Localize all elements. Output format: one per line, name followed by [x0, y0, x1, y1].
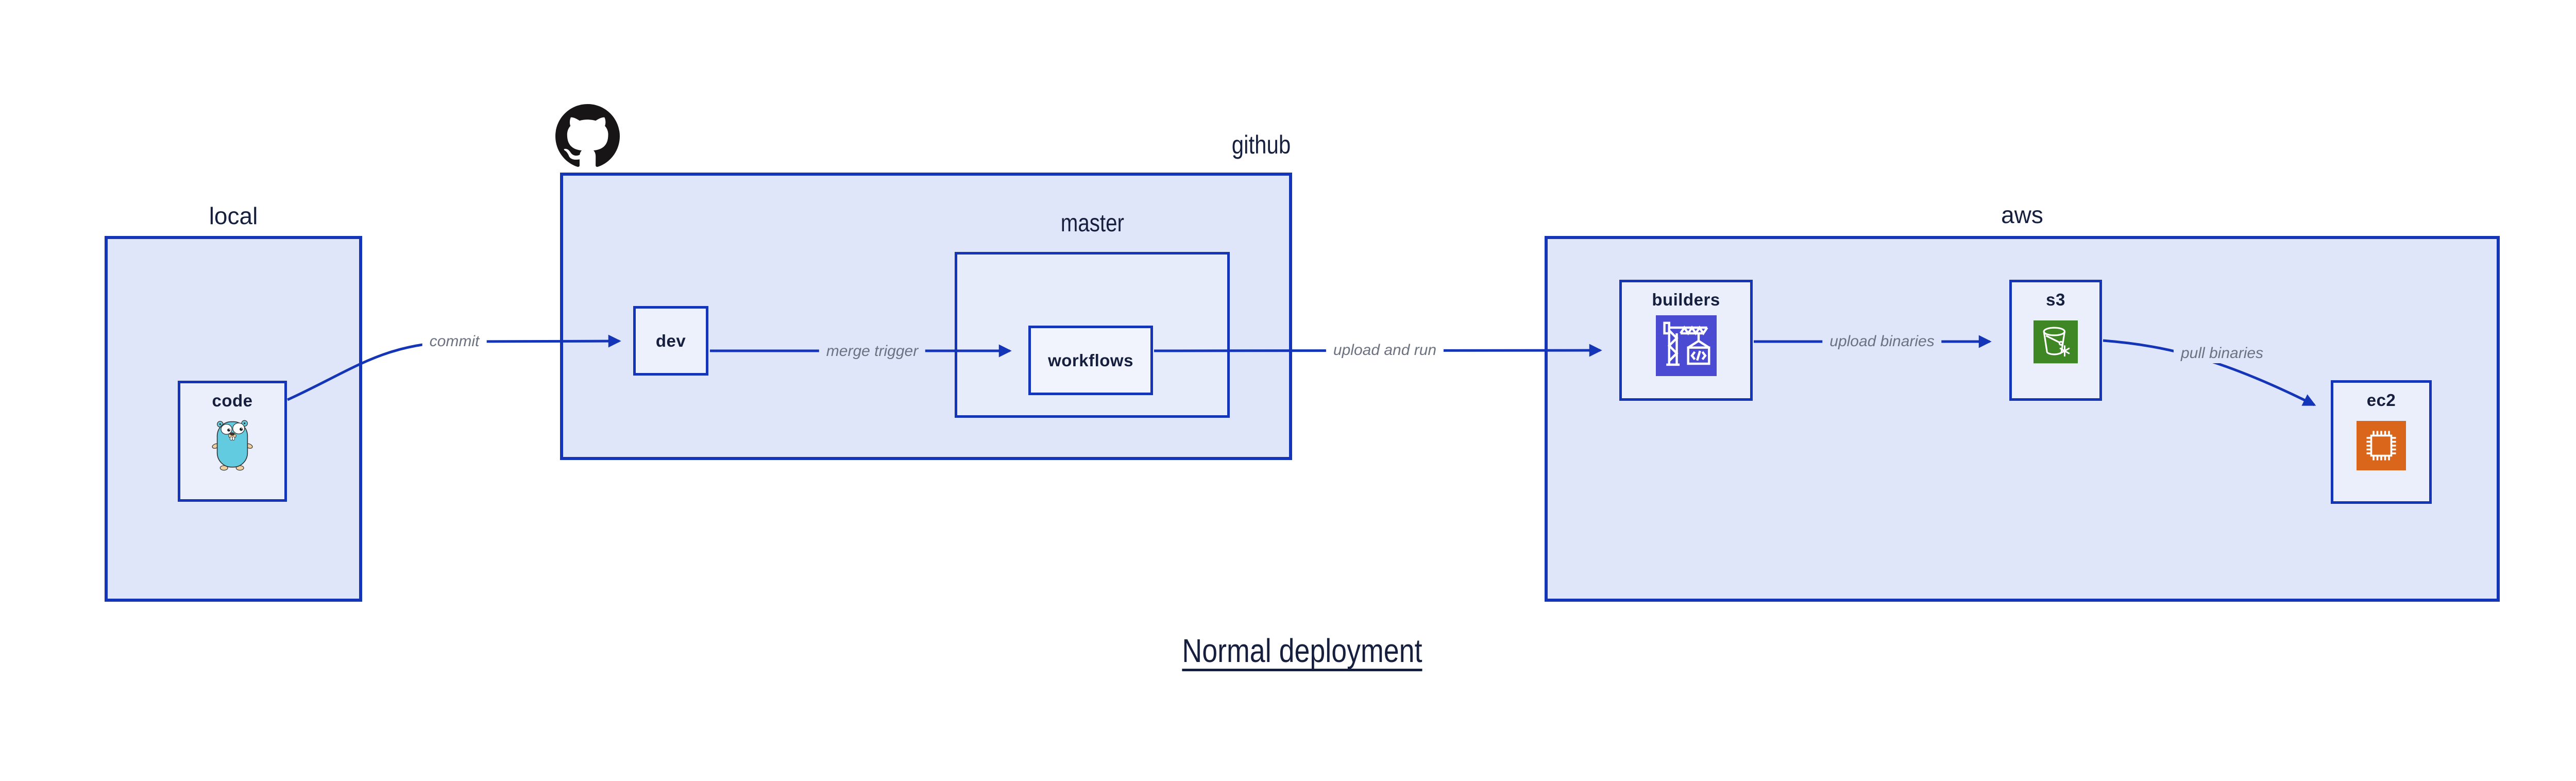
group-aws-label: aws: [1919, 201, 2125, 229]
group-github-label-text: github: [1231, 130, 1291, 159]
github-octocat-icon: [555, 104, 620, 167]
group-aws-label-text: aws: [2001, 201, 2043, 228]
edge-label-merge-trigger: merge trigger: [819, 342, 926, 361]
edge-label-commit: commit: [422, 332, 487, 351]
node-dev-box: dev: [633, 306, 708, 376]
s3-glacier-bucket-icon: [2033, 320, 2078, 364]
diagram-title-text: Normal deployment: [1181, 632, 1422, 669]
group-github-label: github: [1033, 130, 1291, 160]
group-master-label: master: [989, 209, 1195, 237]
node-ec2-box: ec2: [2331, 380, 2432, 504]
group-local-label: local: [130, 202, 336, 230]
node-code-label: code: [212, 391, 253, 410]
go-gopher-icon: [212, 420, 253, 471]
node-builders-label: builders: [1652, 290, 1720, 309]
codebuild-crane-icon: [1655, 315, 1717, 376]
node-builders-box: builders: [1619, 280, 1753, 401]
ec2-chip-icon: [2357, 421, 2406, 470]
node-s3-box: s3: [2009, 280, 2102, 401]
node-s3-label: s3: [2046, 290, 2065, 309]
node-dev-label: dev: [655, 331, 686, 350]
group-master-label-text: master: [1060, 210, 1124, 237]
edge-label-upload-and-run: upload and run: [1326, 341, 1444, 360]
edge-label-pull-binaries: pull binaries: [2173, 344, 2271, 363]
node-workflows-label: workflows: [1048, 350, 1133, 370]
node-code-box: code: [178, 381, 287, 502]
edge-label-upload-binaries: upload binaries: [1822, 332, 1942, 351]
group-local-label-text: local: [209, 202, 258, 229]
node-workflows-box: workflows: [1028, 326, 1153, 395]
diagram-title: Normal deployment: [1044, 632, 1560, 670]
node-ec2-label: ec2: [2366, 390, 2396, 410]
